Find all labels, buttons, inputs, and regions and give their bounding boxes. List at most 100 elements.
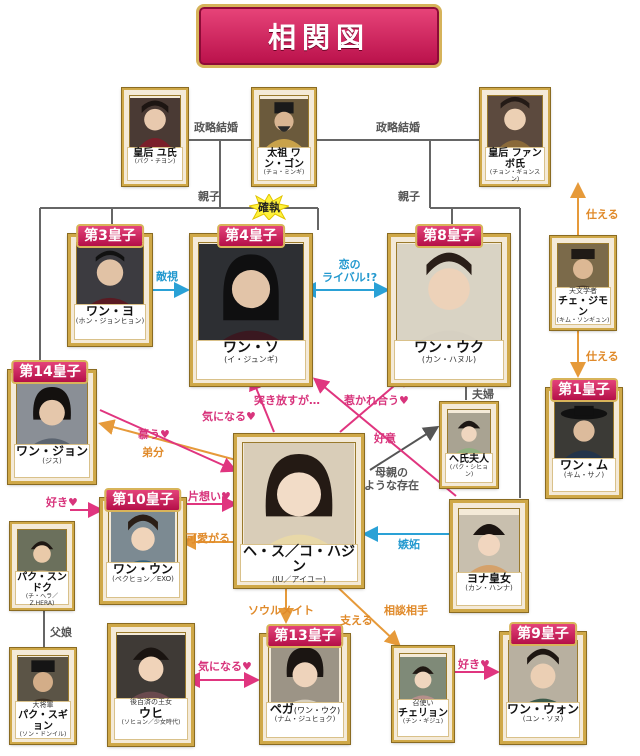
label-soulmate: ソウルメイト [248,604,314,617]
name-hae-su: ヘ・ス／コ・ハジン [243,544,355,576]
label-hikare-au: 惹かれ合う♥ [344,394,409,407]
label-koui: 好意 [374,432,396,445]
title-banner: 相関図 [196,4,442,68]
name-wang-wook: ワン・ウク [414,340,484,356]
actor-woo-hee: (ソヒョン／少女時代) [121,718,181,726]
actor-lady-hae: (パク・シヒョン) [449,464,489,478]
badge-baek-ah: 第13皇子 [266,624,344,648]
name-baek-ah-sub: (ワン・ウク) [293,706,341,715]
badge-wang-eun: 第10皇子 [104,488,182,512]
card-wang-won[interactable]: ワン・ウォン(ユン・ソヌ) [500,632,586,744]
card-hae-su[interactable]: ヘ・ス／コ・ハジン(IU／アイユー) [234,434,364,588]
badge-wang-jung: 第14皇子 [11,360,89,384]
portrait-taejo [260,99,308,147]
label-kawaii: 可愛がる [186,532,230,545]
label-marriage-left: 政略結婚 [194,121,238,134]
portrait-lady-hae [448,413,490,455]
rank-chae-ryung: 召使い [412,699,434,707]
label-ki-ni-naru: 気になる♥ [202,410,256,423]
card-wang-jung[interactable]: ワン・ジョン(ジス) [8,370,96,484]
actor-choi-jimong: (キム・ソンギュン) [556,316,610,324]
name-taejo: 太祖 ワン・ゴン [264,148,304,170]
label-marriage-right: 政略結婚 [376,121,420,134]
card-wang-eun[interactable]: ワン・ウン(ペクヒョン／EXO) [100,498,186,604]
actor-wang-jung: (ジス) [42,457,62,466]
actor-chae-ryung: (チン・ギジュ) [402,717,444,725]
actor-yeon-hwa: (カン・ハンナ) [465,584,513,593]
portrait-baek-ah [271,643,339,711]
card-choi-jimong[interactable]: 天文学者チェ・ジモン(キム・ソンギュン) [550,236,616,330]
label-teki: 敵視 [156,270,178,283]
card-empress-hwangbo[interactable]: 皇后 ファンボ氏(チョン・ギョンスン) [480,88,550,186]
portrait-empress-hwangbo [488,96,542,150]
card-empress-yu[interactable]: 皇后 ユ氏(パク・チヨン) [122,88,188,186]
card-chae-ryung[interactable]: 召使いチェリョン(チン・ギジュ) [392,646,454,742]
card-wang-yo[interactable]: ワン・ヨ(ホン・ジョンヒョン) [68,234,152,346]
name-wang-mu: ワン・ム [559,458,608,472]
label-fuufu: 夫婦 [472,388,494,401]
name-wang-so: ワン・ソ [223,340,279,356]
label-hahaoya: 母親の ような存在 [364,466,419,492]
badge-wang-mu: 第1皇子 [550,378,618,402]
portrait-hae-su [244,443,354,553]
portrait-wang-jung [17,380,87,450]
actor-park-sugyeong: (ソン・ドンイル) [19,730,67,738]
actor-baek-ah: (ナム・ジュヒョク) [274,715,336,724]
portrait-yeon-hwa [459,515,519,575]
card-wang-wook[interactable]: ワン・ウク(カン・ハヌル) [388,234,510,386]
label-ki-ni-naru-2: 気になる♥ [198,660,252,673]
actor-taejo: (チョ・ミンギ) [263,169,305,176]
label-soudan: 相談相手 [384,604,428,617]
conflict-burst: 確執 [247,192,291,221]
card-wang-mu[interactable]: ワン・ム(キム・サノ) [546,388,622,498]
card-lady-hae[interactable]: へ氏夫人(パク・シヒョン) [440,402,498,488]
actor-hae-su: (IU／アイユー) [272,574,326,584]
label-sasaeru: 支える [340,614,373,627]
label-suki-1: 好き♥ [46,496,78,509]
portrait-wang-yo [77,244,143,310]
card-yeon-hwa[interactable]: ヨナ皇女(カン・ハンナ) [450,500,528,612]
card-park-sugyeong[interactable]: 大将軍パク・スギョン(ソン・ドンイル) [10,648,76,744]
card-soon-deok[interactable]: パク・スンドク(チ・ヘラ／Z.HERA) [10,522,74,610]
label-kataomoi: 片想い♥ [188,490,231,503]
portrait-woo-hee [117,635,185,703]
name-soon-deok: パク・スンドク [17,572,67,594]
name-baek-ah-main: ペガ [269,702,294,716]
actor-wang-wook: (カン・ハヌル) [421,355,477,365]
actor-wang-won: (ユン・ソヌ) [522,715,564,724]
label-shitau: 慕う♥ [138,428,170,441]
actor-empress-hwangbo: (チョン・ギョンスン) [489,169,541,183]
conflict-label: 確執 [258,201,280,214]
name-lady-hae: へ氏夫人 [449,454,489,465]
name-woo-hee: ウヒ [138,705,163,720]
name-chae-ryung: チェリョン [398,707,448,719]
name-empress-yu: 皇后 ユ氏 [133,148,177,159]
actor-wang-eun: (ペクヒョン／EXO) [112,575,174,584]
label-fujo: 父娘 [50,626,72,639]
badge-wang-won: 第9皇子 [509,622,577,646]
card-taejo[interactable]: 太祖 ワン・ゴン(チョ・ミンギ) [252,88,316,186]
label-tsukaeru-1: 仕える [586,208,619,221]
card-baek-ah[interactable]: ペガ(ワン・ウク)(ナム・ジュヒョク) [260,634,350,744]
name-wang-eun: ワン・ウン [112,562,173,576]
name-yeon-hwa: ヨナ皇女 [467,572,511,585]
actor-wang-so: (イ・ジュンギ) [224,355,278,365]
actor-empress-yu: (パク・チヨン) [134,158,176,165]
card-woo-hee[interactable]: 後百済の王女ウヒ(ソヒョン／少女時代) [108,624,194,746]
page-title: 相関図 [267,21,370,54]
rank-choi-jimong: 天文学者 [569,287,597,295]
actor-wang-mu: (キム・サノ) [563,471,605,480]
name-wang-won: ワン・ウォン [507,702,580,716]
label-tsukihanasu: 突き放すが… [254,394,320,407]
label-deshi: 弟分 [142,446,164,459]
actor-soon-deok: (チ・ヘラ／Z.HERA) [25,593,59,607]
actor-wang-yo: (ホン・ジョンヒョン) [75,317,145,326]
portrait-wang-won [509,642,577,710]
portrait-wang-eun [111,507,175,571]
portrait-empress-yu [130,98,180,148]
badge-wang-wook: 第8皇子 [415,224,483,248]
card-wang-so[interactable]: ワン・ソ(イ・ジュンギ) [190,234,312,386]
name-wang-jung: ワン・ジョン [15,444,88,458]
portrait-wang-so [199,244,303,348]
name-baek-ah: ペガ(ワン・ウク) [267,702,343,716]
